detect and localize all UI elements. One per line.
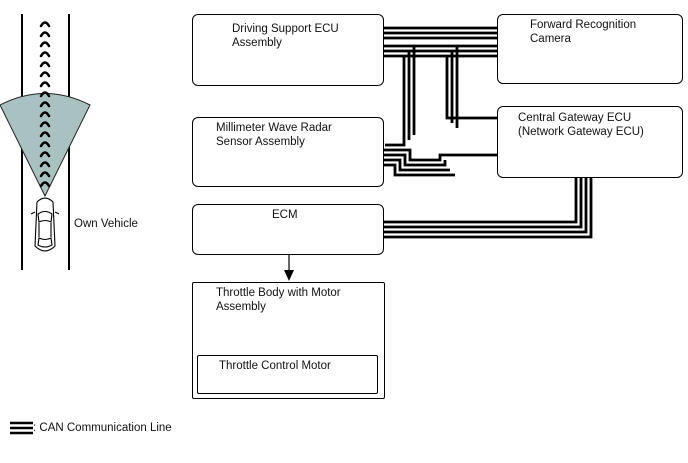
driving-support-ecu-box xyxy=(192,14,384,86)
own-vehicle-label: Own Vehicle xyxy=(74,218,138,230)
throttle-control-motor-box xyxy=(197,355,378,394)
ecm-label: ECM xyxy=(272,209,298,221)
can-line-legend-label: : CAN Communication Line xyxy=(33,422,172,434)
radar-wave-arcs xyxy=(39,21,51,188)
central-gateway-box xyxy=(497,106,683,178)
own-vehicle-icon xyxy=(30,197,60,252)
radar-sensor-label: Millimeter Wave Radar Sensor Assembly xyxy=(216,122,332,148)
radar-detection-area xyxy=(0,93,91,198)
ecm-box xyxy=(192,204,384,255)
forward-camera-box xyxy=(497,14,683,84)
ecm-to-throttle-arrow-head xyxy=(284,270,294,281)
can-line-legend-symbol xyxy=(10,421,33,435)
central-gateway-label: Central Gateway ECU (Network Gateway ECU… xyxy=(518,112,644,138)
driving-support-ecu-label: Driving Support ECU Assembly xyxy=(232,23,339,49)
throttle-body-label: Throttle Body with Motor Assembly xyxy=(216,287,341,313)
throttle-control-motor-label: Throttle Control Motor xyxy=(219,360,331,372)
forward-camera-label: Forward Recognition Camera xyxy=(530,19,637,45)
radar-sensor-box xyxy=(192,117,384,187)
can-communication-lines xyxy=(380,26,593,239)
